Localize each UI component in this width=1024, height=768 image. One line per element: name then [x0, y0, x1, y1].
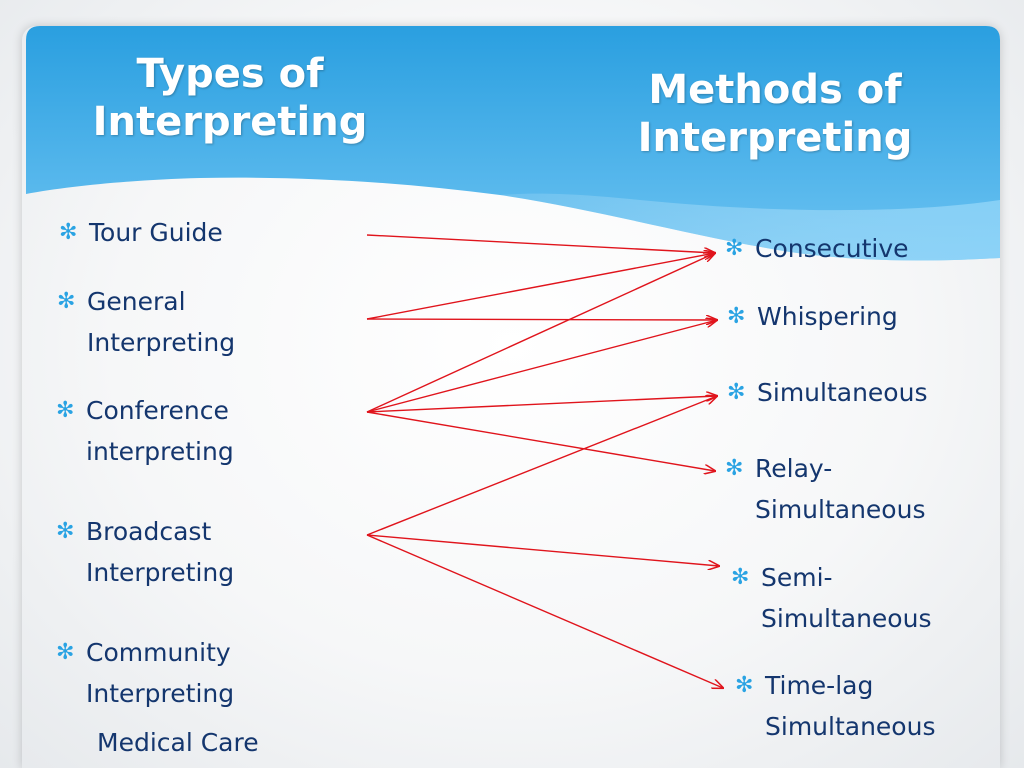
bullet-icon: ✻ — [727, 304, 746, 329]
method-label: Semi- Simultaneous — [761, 563, 932, 633]
type-general: ✻ General Interpreting — [57, 281, 236, 363]
bullet-icon: ✻ — [57, 289, 76, 314]
method-relay: ✻ Relay- Simultaneous — [725, 448, 926, 530]
type-community: ✻ Community Interpreting — [56, 632, 235, 714]
type-label: Broadcast Interpreting — [86, 517, 235, 587]
method-label: Simultaneous — [757, 378, 928, 407]
bullet-icon: ✻ — [56, 640, 75, 665]
methods-title: Methods of Interpreting — [637, 67, 913, 161]
type-label: General Interpreting — [87, 287, 236, 357]
method-simultaneous: ✻ Simultaneous — [727, 372, 928, 413]
type-label: Community Interpreting — [86, 638, 235, 708]
bullet-icon: ✻ — [56, 519, 75, 544]
types-title: Types of Interpreting — [92, 51, 368, 145]
method-label: Whispering — [757, 302, 898, 331]
type-conference: ✻ Conference interpreting — [56, 390, 234, 472]
method-label: Relay- Simultaneous — [755, 454, 926, 524]
method-consecutive: ✻ Consecutive — [725, 228, 909, 269]
bullet-icon: ✻ — [731, 565, 750, 590]
type-label: Conference interpreting — [86, 396, 234, 466]
type-label: Tour Guide — [89, 218, 223, 247]
method-label: Time-lag Simultaneous — [765, 671, 936, 741]
bullet-icon: ✻ — [735, 673, 754, 698]
bullet-icon: ✻ — [725, 236, 744, 261]
method-time-lag: ✻ Time-lag Simultaneous — [735, 665, 936, 747]
method-semi: ✻ Semi- Simultaneous — [731, 557, 932, 639]
bullet-icon: ✻ — [725, 456, 744, 481]
method-whispering: ✻ Whispering — [727, 296, 898, 337]
bullet-icon: ✻ — [59, 220, 78, 245]
type-tour-guide: ✻ Tour Guide — [59, 212, 223, 253]
method-label: Consecutive — [755, 234, 909, 263]
bullet-icon: ✻ — [56, 398, 75, 423]
type-broadcast: ✻ Broadcast Interpreting — [56, 511, 235, 593]
community-note: Medical Care — [97, 728, 259, 757]
bullet-icon: ✻ — [727, 380, 746, 405]
